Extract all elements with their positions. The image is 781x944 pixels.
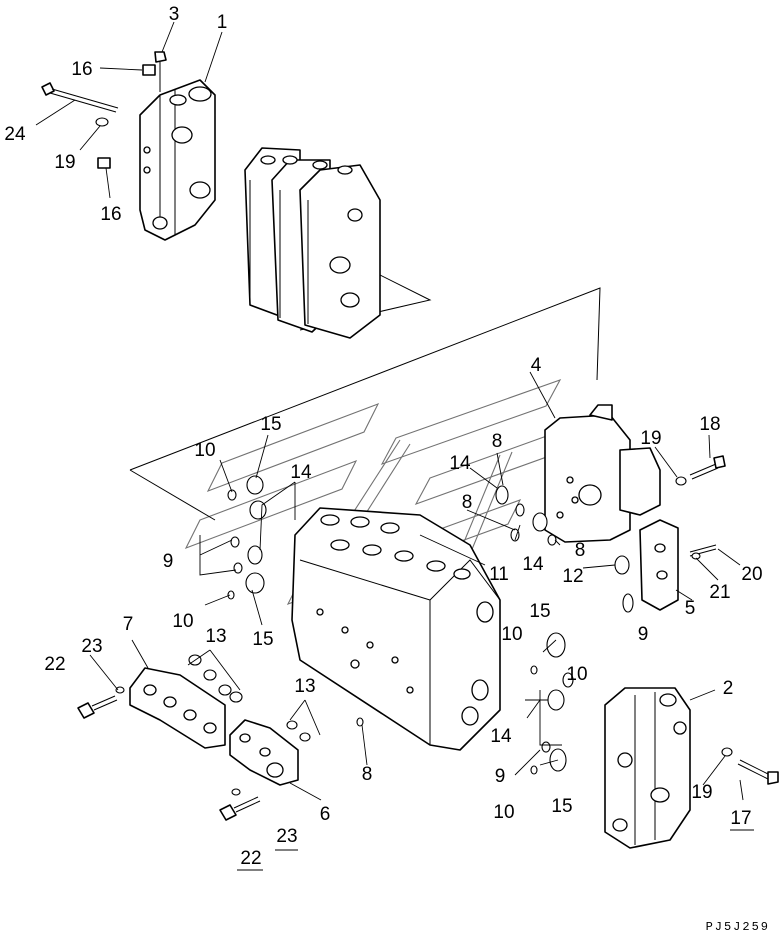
callout-3: 3	[169, 4, 180, 25]
callout-15-left: 15	[252, 629, 273, 650]
callout-8-middle: 8	[462, 492, 473, 513]
callout-12: 12	[562, 566, 583, 587]
callout-10-upper: 10	[194, 440, 215, 461]
callout-17: 17	[730, 808, 751, 829]
callout-6: 6	[320, 804, 331, 825]
end-section-part-2	[541, 632, 779, 849]
callout-4: 4	[531, 355, 542, 376]
callout-18: 18	[699, 414, 720, 435]
callout-19-lower: 19	[691, 782, 712, 803]
callout-16-upper: 16	[71, 59, 92, 80]
callout-9-lower: 9	[495, 766, 506, 787]
callout-8-lower: 8	[362, 764, 373, 785]
callout-13-right: 13	[294, 676, 315, 697]
callout-19-left: 19	[54, 152, 75, 173]
drawing-code: PJ5J259	[706, 920, 770, 934]
callout-20: 20	[741, 564, 762, 585]
leader-lines	[35, 21, 744, 801]
callout-13-left: 13	[205, 626, 226, 647]
main-valve-block	[291, 507, 501, 751]
callout-1: 1	[217, 12, 228, 33]
callout-7: 7	[123, 614, 134, 635]
cover-block-part-6	[219, 719, 311, 821]
small-valve-part-5	[614, 519, 717, 613]
callout-8-upper: 8	[492, 431, 503, 452]
callout-22-lower: 22	[240, 848, 261, 869]
callout-21: 21	[709, 582, 730, 603]
callout-23-left: 23	[81, 636, 102, 657]
callout-14-left: 14	[290, 462, 312, 483]
callout-24: 24	[4, 124, 26, 145]
callout-22-left: 22	[44, 654, 65, 675]
callout-10-left: 10	[172, 611, 193, 632]
callout-15-lower: 15	[551, 796, 572, 817]
callout-11: 11	[489, 564, 509, 585]
callout-14-lower: 14	[490, 726, 512, 747]
callout-9-right: 9	[638, 624, 649, 645]
callout-2: 2	[723, 678, 734, 699]
callout-15-upper: 15	[260, 414, 281, 435]
callout-10-lower: 10	[493, 802, 514, 823]
callout-9-left: 9	[163, 551, 174, 572]
callout-5: 5	[685, 598, 696, 619]
callout-10-middle: 10	[501, 624, 522, 645]
callout-14-upper: 14	[449, 453, 471, 474]
valve-housing-part-4	[495, 404, 726, 546]
cover-block-part-7	[77, 654, 243, 749]
callout-16-lower: 16	[100, 204, 121, 225]
callout-10-right: 10	[566, 664, 587, 685]
callout-23-lower: 23	[276, 826, 297, 847]
callout-19-upper: 19	[640, 428, 661, 449]
callout-14-right: 14	[522, 554, 544, 575]
callout-underlines	[237, 829, 754, 871]
left-seal-set	[227, 475, 538, 775]
callout-labels: 1 2 3 4 5 6 7 8 8 8 8 9 9 9 10 10 10 10 …	[4, 4, 762, 869]
stacked-sections-upper	[244, 147, 381, 339]
end-section-part-1	[41, 51, 216, 241]
callout-15-right: 15	[529, 601, 550, 622]
callout-8-right: 8	[575, 540, 586, 561]
